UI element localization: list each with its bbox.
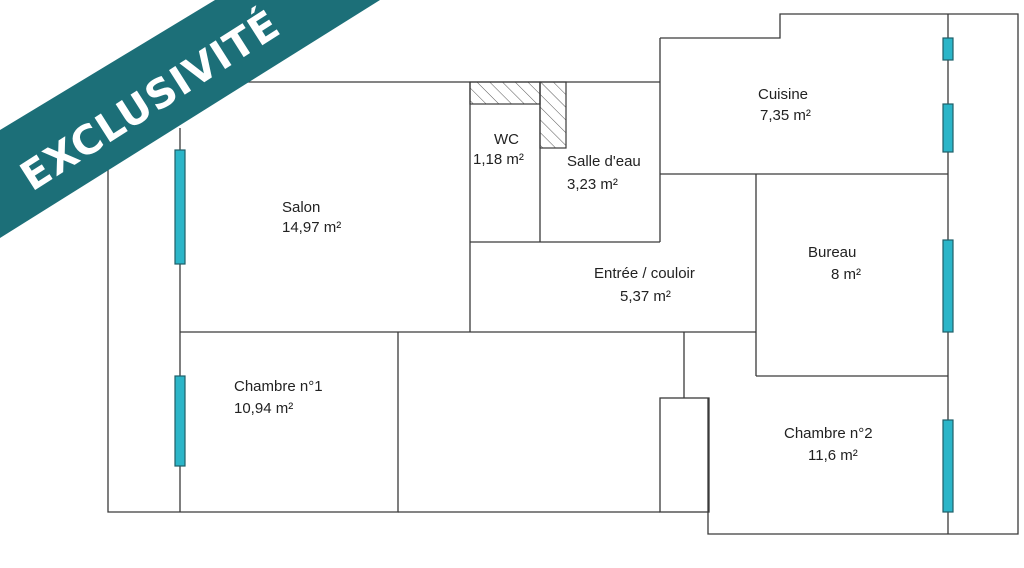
room-name-chambre2: Chambre n°2 <box>784 425 873 442</box>
room-name-salle-deau: Salle d'eau <box>567 153 641 170</box>
room-name-bureau: Bureau <box>808 244 856 261</box>
window-cuisine-top <box>942 37 954 61</box>
room-area-chambre1: 10,94 m² <box>234 400 293 417</box>
window-cuisine <box>942 103 954 153</box>
room-area-salle-deau: 3,23 m² <box>567 176 618 193</box>
wall-chambre2-outer <box>707 398 948 535</box>
banner-ribbon <box>0 0 380 238</box>
windows <box>174 37 954 513</box>
room-area-wc: 1,18 m² <box>473 151 524 168</box>
room-name-wc: WC <box>494 131 519 148</box>
room-labels: Salon 14,97 m² WC 1,18 m² Salle d'eau 3,… <box>234 86 873 464</box>
window-chambre2 <box>942 419 954 513</box>
room-name-entree: Entrée / couloir <box>594 265 695 282</box>
room-area-bureau: 8 m² <box>831 266 861 283</box>
window-bureau <box>942 239 954 333</box>
wall-cuisine-top <box>660 13 1019 535</box>
window-chambre1 <box>174 375 186 467</box>
exclusivite-banner: EXCLUSIVITÉ <box>0 0 380 238</box>
room-area-cuisine: 7,35 m² <box>760 107 811 124</box>
window-salon <box>174 149 186 265</box>
room-name-cuisine: Cuisine <box>758 86 808 103</box>
duct-wc <box>469 81 541 105</box>
wall-left-outer <box>107 81 399 513</box>
room-area-entree: 5,37 m² <box>620 288 671 305</box>
room-area-chambre2: 11,6 m² <box>808 447 858 464</box>
room-name-chambre1: Chambre n°1 <box>234 378 323 395</box>
room-name-salon: Salon <box>282 199 320 216</box>
closet <box>659 397 710 513</box>
duct-salle-deau <box>539 81 567 149</box>
room-area-salon: 14,97 m² <box>282 219 341 236</box>
ducts <box>469 81 567 149</box>
